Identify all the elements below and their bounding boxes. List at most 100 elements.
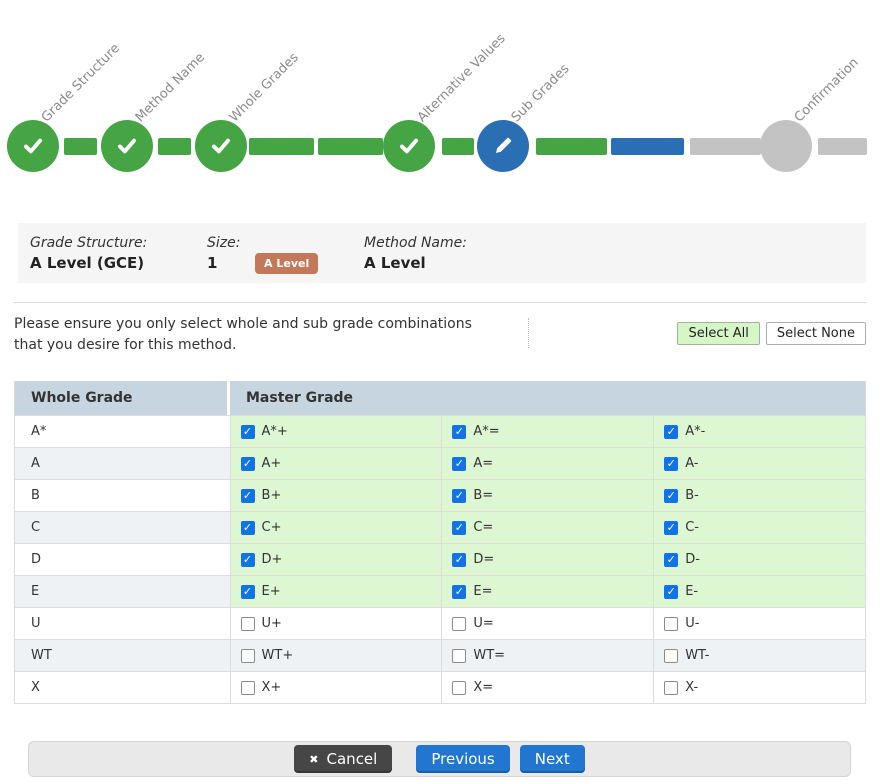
sub-grade-cell-B+[interactable]: ✓ B+ [229,480,442,511]
sub-grade-checkbox[interactable] [240,616,255,631]
sub-grade-label: D= [473,552,495,567]
table-row-B: B✓B+✓B=✓B- [15,479,866,511]
sub-grade-checkbox[interactable] [240,648,255,663]
sub-grade-checkbox[interactable]: ✓ [664,456,679,471]
sub-grade-cell-WT-[interactable]: WT- [653,640,866,671]
sub-grade-checkbox[interactable] [240,680,255,695]
sub-grade-checkbox[interactable]: ✓ [452,488,467,503]
sub-grade-cell-X+[interactable]: X+ [229,672,442,703]
sub-grade-checkbox[interactable] [452,680,467,695]
sub-grade-checkbox[interactable]: ✓ [452,584,467,599]
sub-grade-cell-A*-[interactable]: ✓A*- [653,416,866,447]
sub-grade-cell-A=[interactable]: ✓ A= [441,448,654,479]
stepper-bar-segment [318,138,383,155]
sub-grade-checkbox[interactable]: ✓ [240,552,255,567]
pencil-icon [495,137,512,154]
step-label-alternative-values: Alternative Values [414,31,509,126]
sub-grade-cell-B-[interactable]: ✓ B- [653,480,866,511]
sub-grade-label: X= [473,680,494,695]
sub-grade-cell-U-[interactable]: U- [653,608,866,639]
stepper-bar-segment [442,138,474,155]
size-label: Size: [207,235,241,251]
sub-grade-checkbox[interactable]: ✓ [664,584,679,599]
size-value: 1 [207,254,218,272]
sub-grade-label: WT- [685,648,710,663]
sub-grade-checkbox[interactable]: ✓ [664,552,679,567]
sub-grade-cell-U=[interactable]: U= [441,608,654,639]
sub-grade-checkbox[interactable]: ✓ [664,488,679,503]
sub-grade-label: E= [473,584,493,599]
sub-grade-checkbox[interactable]: ✓ [240,584,255,599]
whole-grade-cell: E [15,576,230,607]
sub-grade-checkbox[interactable] [664,616,679,631]
a-level-badge: A Level [255,253,319,274]
sub-grade-checkbox[interactable]: ✓ [240,424,255,439]
whole-grade-cell: U [15,608,230,639]
step-label-whole-grades: Whole Grades [226,50,302,126]
sub-grade-cell-D-[interactable]: ✓D- [653,544,866,575]
sub-grade-cell-A*+[interactable]: ✓ A*+ [229,416,442,447]
grade-structure-label: Grade Structure: [30,235,148,251]
sub-grade-cell-E=[interactable]: ✓ E= [441,576,654,607]
sub-grade-cell-B=[interactable]: ✓B= [441,480,654,511]
sub-grade-cell-D=[interactable]: ✓ D= [441,544,654,575]
select-none-button[interactable]: Select None [765,322,866,345]
sub-grade-cell-C-[interactable]: ✓ C- [653,512,866,543]
sub-grade-label: C- [685,520,699,535]
table-body: A*✓A*+✓A*=✓A*-A✓A+✓A=✓A-B✓B+✓B=✓B-C✓C+✓C… [15,415,866,703]
sub-grade-cell-X=[interactable]: X= [441,672,654,703]
sub-grade-label: B+ [261,488,282,503]
sub-grade-label: B- [685,488,699,503]
next-button[interactable]: Next [519,745,585,773]
sub-grade-checkbox[interactable]: ✓ [240,520,255,535]
sub-grade-cell-A*=[interactable]: ✓ A*= [441,416,654,447]
instruction-text: Please ensure you only select whole and … [14,314,519,356]
step-circle-sub-grades [477,120,529,172]
sub-grade-cell-WT=[interactable]: WT= [441,640,654,671]
master-grade-header: Master Grade [246,390,354,406]
sub-grade-label: U= [473,616,494,631]
sub-grade-label: U+ [261,616,282,631]
sub-grade-checkbox[interactable]: ✓ [240,456,255,471]
sub-grade-label: A*+ [261,424,288,439]
sub-grade-checkbox[interactable] [452,648,467,663]
stepper-bar-segment [249,138,314,155]
sub-grade-cell-A+[interactable]: ✓A+ [229,448,442,479]
sub-grade-checkbox[interactable]: ✓ [664,424,679,439]
sub-grade-label: A= [473,456,494,471]
sub-grade-cell-E-[interactable]: ✓E- [653,576,866,607]
check-icon [118,138,136,154]
sub-grade-cell-C+[interactable]: ✓C+ [229,512,442,543]
sub-grade-cell-E+[interactable]: ✓E+ [229,576,442,607]
select-all-button[interactable]: Select All [677,322,760,345]
sub-grade-checkbox[interactable] [664,648,679,663]
sub-grade-checkbox[interactable] [452,616,467,631]
sub-grade-cell-WT+[interactable]: WT+ [229,640,442,671]
whole-grade-cell: WT [15,640,230,671]
sub-grade-label: A*= [473,424,500,439]
table-row-A: A✓A+✓A=✓A- [15,447,866,479]
sub-grade-cell-U+[interactable]: U+ [229,608,442,639]
table-header-row: Whole Grade Master Grade [15,381,865,415]
sub-grade-cell-X-[interactable]: X- [653,672,866,703]
sub-grade-label: WT= [473,648,506,663]
sub-grade-cell-C=[interactable]: ✓C= [441,512,654,543]
sub-grade-checkbox[interactable]: ✓ [240,488,255,503]
sub-grade-checkbox[interactable]: ✓ [452,520,467,535]
sub-grade-checkbox[interactable] [664,680,679,695]
whole-grade-cell: C [15,512,230,543]
sub-grade-checkbox[interactable]: ✓ [452,424,467,439]
sub-grade-cell-A-[interactable]: ✓A- [653,448,866,479]
previous-button[interactable]: Previous [416,745,510,773]
sub-grade-checkbox[interactable]: ✓ [452,456,467,471]
cancel-button[interactable]: ✖ Cancel [294,745,393,773]
step-label-grade-structure: Grade Structure [38,40,124,126]
sub-grade-checkbox[interactable]: ✓ [664,520,679,535]
stepper-bar-segment [818,138,867,155]
instruction-line-1: Please ensure you only select whole and … [14,316,472,332]
sub-grade-cell-D+[interactable]: ✓D+ [229,544,442,575]
sub-grade-checkbox[interactable]: ✓ [452,552,467,567]
table-row-E: E✓E+✓E=✓E- [15,575,866,607]
